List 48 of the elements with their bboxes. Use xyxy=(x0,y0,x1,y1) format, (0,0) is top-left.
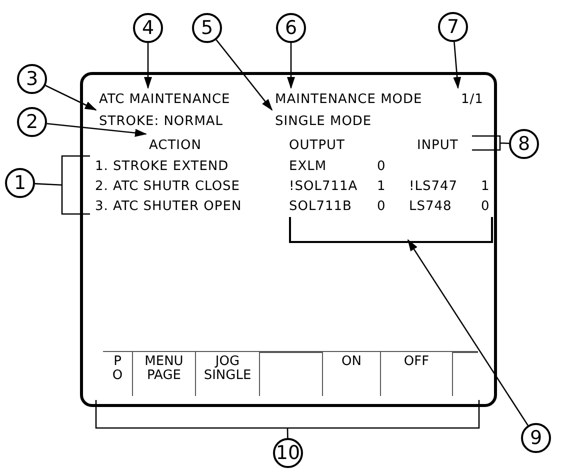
leader-line xyxy=(46,122,147,137)
callout-number: 4 xyxy=(133,13,163,43)
callout-number: 8 xyxy=(509,129,539,159)
signal-value: 1 xyxy=(481,179,490,195)
leader-line xyxy=(453,42,462,89)
callout-number: 6 xyxy=(276,13,306,43)
leader-line xyxy=(287,43,295,89)
signal-name: !LS747 xyxy=(409,179,458,195)
signal-name: !SOL711A xyxy=(289,179,358,195)
leader-line xyxy=(216,39,273,111)
callout-number: 2 xyxy=(17,107,47,137)
signal-value: 0 xyxy=(377,199,386,215)
softkey: JOG SINGLE xyxy=(196,352,260,396)
action-item: 3. ATC SHUTER OPEN xyxy=(95,199,242,215)
screen-text: MAINTENANCE MODE xyxy=(275,92,422,108)
signal-value: 1 xyxy=(377,179,386,195)
leader-line xyxy=(45,84,97,111)
action-item: 1. STROKE EXTEND xyxy=(95,159,229,175)
signal-value: 0 xyxy=(481,199,490,215)
screen-text: SINGLE MODE xyxy=(275,114,372,130)
callout-number: 3 xyxy=(17,64,47,94)
screen-text: OUTPUT xyxy=(289,138,345,154)
softkey: P O xyxy=(103,352,133,396)
softkey-bar xyxy=(103,351,478,395)
callout-number: 10 xyxy=(273,438,303,468)
signal-name: SOL711B xyxy=(289,199,352,215)
callout-number: 9 xyxy=(521,423,551,453)
screen-frame xyxy=(80,72,497,407)
screen-text: ACTION xyxy=(149,138,202,154)
callout-number: 5 xyxy=(192,13,222,43)
callout-number: 7 xyxy=(438,12,468,42)
softkey: MENU PAGE xyxy=(133,352,196,396)
screen-text: STROKE: NORMAL xyxy=(99,114,224,130)
signal-name: LS748 xyxy=(409,199,452,215)
screen-text: 1/1 xyxy=(461,92,484,108)
signal-name: EXLM xyxy=(289,159,327,175)
softkey: OFF xyxy=(381,352,453,396)
screen-text: INPUT xyxy=(417,138,458,154)
callout-number: 1 xyxy=(5,168,35,198)
leader-line xyxy=(144,43,152,89)
bracket-leader xyxy=(95,399,480,439)
screen-text: ATC MAINTENANCE xyxy=(99,92,230,108)
signal-value: 0 xyxy=(377,159,386,175)
softkey xyxy=(260,352,323,396)
softkey: ON xyxy=(323,352,381,396)
bracket-leader xyxy=(471,135,510,151)
action-item: 2. ATC SHUTR CLOSE xyxy=(95,179,240,195)
bracket-leader xyxy=(34,155,91,215)
